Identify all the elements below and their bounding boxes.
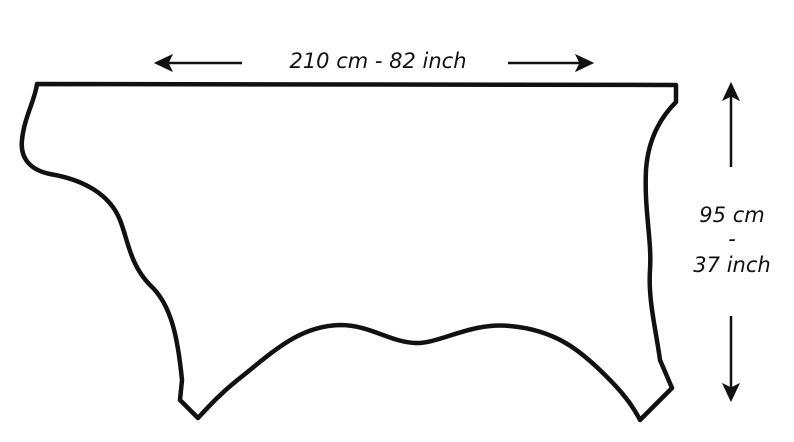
hide-outline — [19, 81, 679, 423]
height-label-imperial: 37 inch — [693, 253, 770, 277]
height-arrow-down — [721, 316, 741, 403]
height-arrow-up — [721, 81, 741, 167]
width-arrow-right — [508, 53, 595, 73]
height-label-separator: - — [728, 227, 736, 251]
width-label: 210 cm - 82 inch — [289, 49, 466, 73]
height-label-metric: 95 cm — [699, 203, 764, 227]
width-arrow-left — [153, 53, 242, 73]
